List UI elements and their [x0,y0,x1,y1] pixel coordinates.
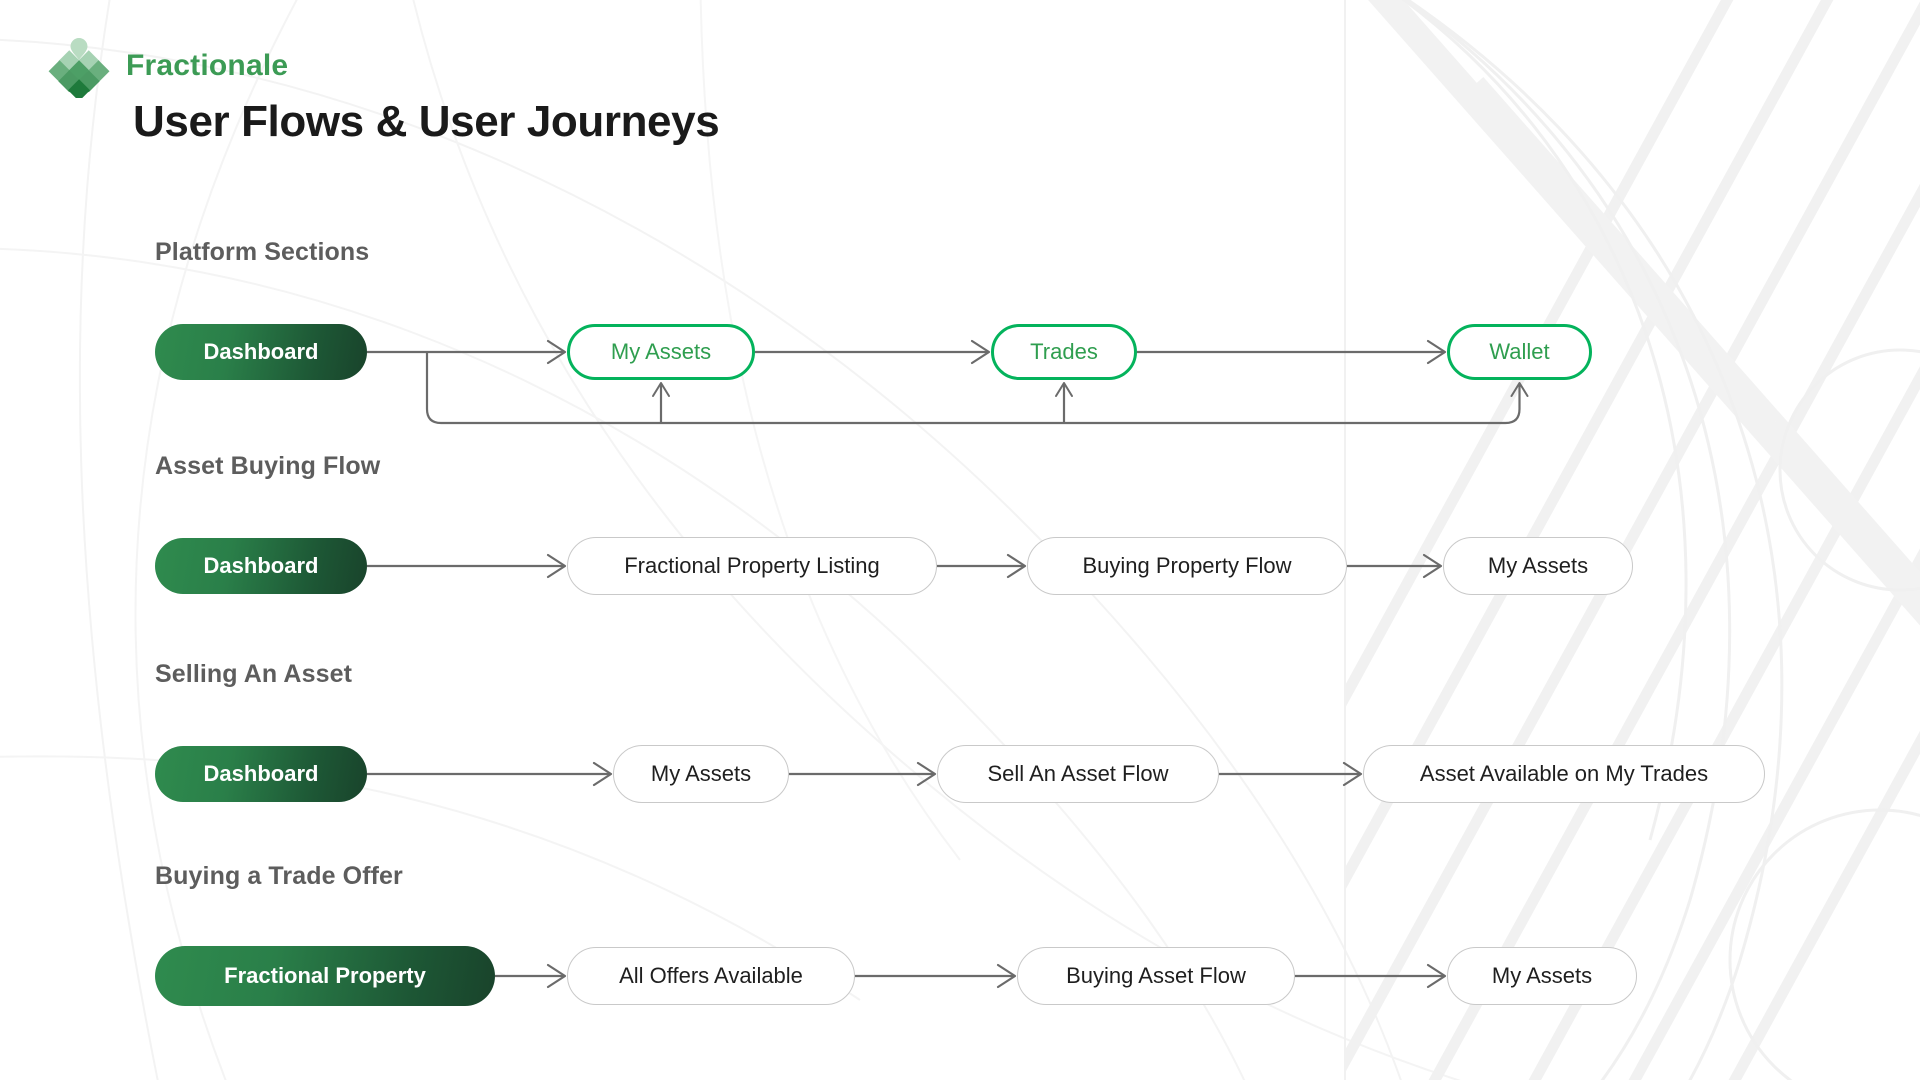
flow-node[interactable]: Trades [991,324,1137,380]
flow-node-label: Fractional Property Listing [624,553,880,578]
page-header: Fractionale User Flows & User Journeys [48,38,720,146]
flow-node-label: Trades [1030,339,1098,364]
section-heading: Selling An Asset [155,660,353,688]
flow-diagram: Dashboard Fractional Property Listing Buyi… [155,537,1855,607]
section-heading: Buying a Trade Offer [155,862,403,890]
flow-node[interactable]: My Assets [567,324,755,380]
flow-diagram: Dashboard My Assets Sell An Asset Flow Asse… [155,745,1855,815]
flow-node-label: Asset Available on My Trades [1419,761,1709,786]
flow-node-label: All Offers Available [619,963,803,988]
flow-node-label: Wallet [1489,339,1550,364]
flow-node-label: Dashboard [203,761,319,786]
flow-node-label: Dashboard [203,553,319,578]
flow-node[interactable]: My Assets [1447,947,1637,1005]
flow-node-label: Fractional Property [224,963,426,988]
flow-node[interactable]: Fractional Property [155,946,495,1006]
flow-node[interactable]: Wallet [1447,324,1592,380]
flow-node[interactable]: My Assets [613,745,789,803]
page-title: User Flows & User Journeys [133,97,720,146]
flow-node-label: Sell An Asset Flow [987,761,1169,786]
flow-node[interactable]: Sell An Asset Flow [937,745,1219,803]
flow-node[interactable]: Asset Available on My Trades [1363,745,1765,803]
flow-node[interactable]: Dashboard [155,324,367,380]
flow-diagram: Dashboard My Assets Trades Wallet [155,323,1855,463]
flow-node[interactable]: My Assets [1443,537,1633,595]
flow-node-label: My Assets [1491,963,1593,988]
flow-node-label: My Assets [650,761,752,786]
flow-node-label: My Assets [610,339,712,364]
flow-diagram: Fractional Property All Offers Available B… [155,946,1855,1017]
section-heading: Platform Sections [155,238,370,266]
flow-node-label: My Assets [1487,553,1589,578]
brand-row: Fractionale [48,38,719,98]
flow-node-label: Dashboard [203,339,319,364]
flow-node[interactable]: Dashboard [155,538,367,594]
flow-node[interactable]: Dashboard [155,746,367,802]
flow-node[interactable]: Buying Asset Flow [1017,947,1295,1005]
brand-name: Fractionale [126,49,289,82]
flow-node-label: Buying Property Flow [1082,553,1292,578]
flow-node[interactable]: Fractional Property Listing [567,537,937,595]
diamond-grid-logo-icon [48,38,110,98]
flow-node[interactable]: Buying Property Flow [1027,537,1347,595]
flow-node[interactable]: All Offers Available [567,947,855,1005]
flow-node-label: Buying Asset Flow [1066,963,1246,988]
